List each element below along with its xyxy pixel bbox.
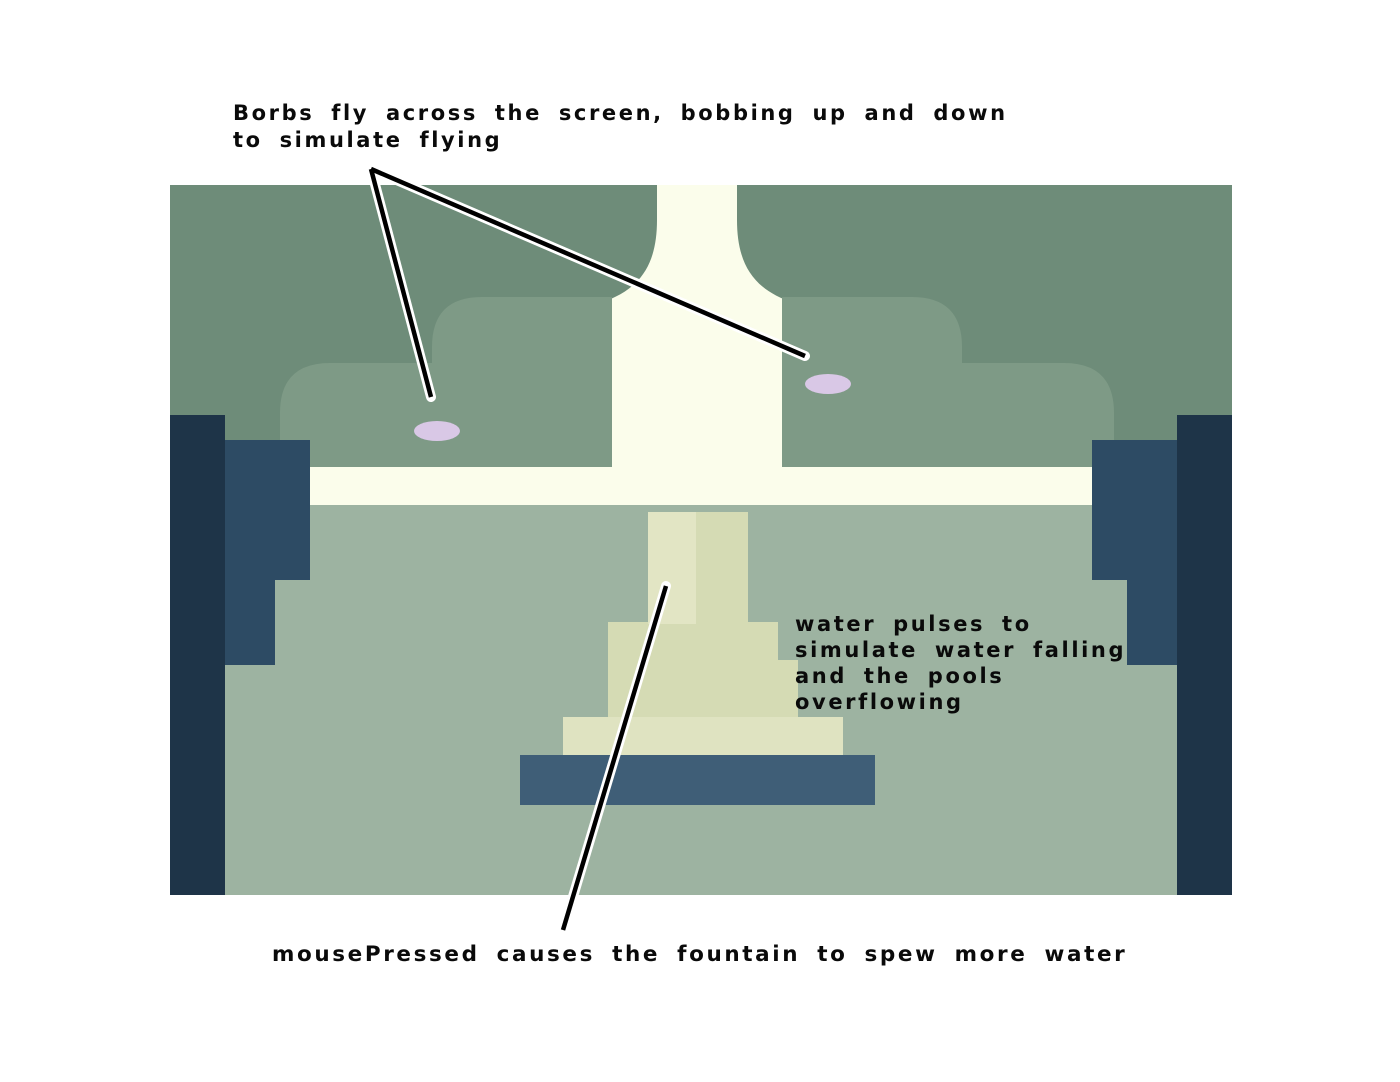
left-pillar-step xyxy=(225,440,310,665)
fountain-bottom-tier xyxy=(563,717,843,755)
fountain-scene xyxy=(170,185,1232,895)
fountain-mid-step xyxy=(748,660,798,717)
fountain-base xyxy=(520,755,875,805)
water-annotation-text: water pulses to simulate water falling a… xyxy=(795,612,1127,714)
borb-left xyxy=(414,421,460,441)
left-pillar-outer xyxy=(170,415,225,895)
fountain-scene-canvas xyxy=(170,185,1232,895)
mousepressed-annotation-text: mousePressed causes the fountain to spew… xyxy=(272,942,1128,967)
right-pillar-step xyxy=(1092,440,1177,665)
right-pillar-outer xyxy=(1177,415,1232,895)
borbs-annotation-text: Borbs fly across the screen, bobbing up … xyxy=(233,101,1008,152)
borb-right xyxy=(805,374,851,394)
right-terrace xyxy=(782,297,1114,467)
fountain-column-highlight xyxy=(648,512,696,624)
